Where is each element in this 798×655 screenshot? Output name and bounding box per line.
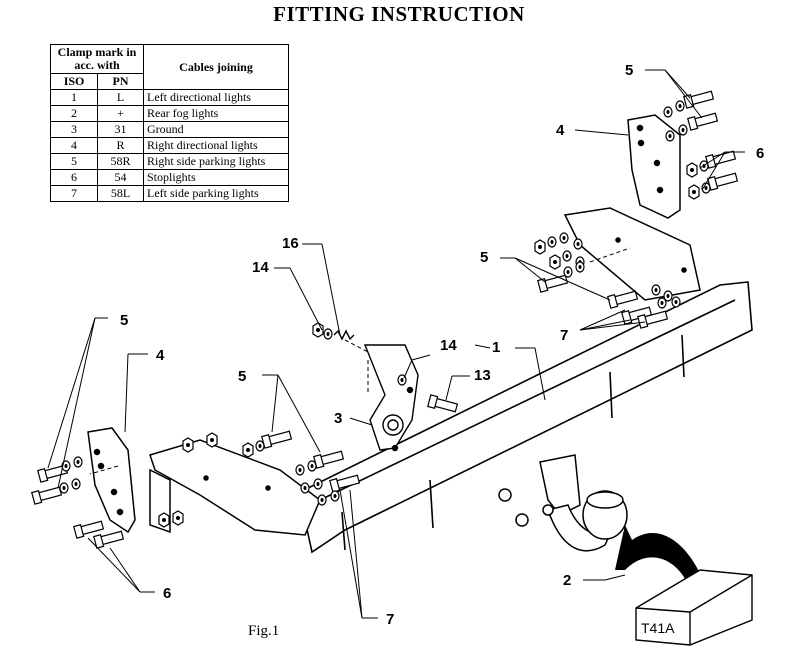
pn-cell: 54	[97, 169, 144, 186]
callout-7-right: 7	[560, 327, 568, 344]
desc-cell: Ground	[143, 121, 289, 138]
callout-4-left: 4	[156, 347, 165, 364]
cables-joining-table: Clamp mark in acc. with Cables joining I…	[49, 44, 289, 202]
pn-cell: 31	[97, 121, 144, 138]
installation-arrow	[615, 525, 705, 590]
header-clamp-mark: Clamp mark in acc. with	[50, 44, 144, 74]
header-pn: PN	[97, 73, 144, 90]
right-side-arm	[563, 114, 701, 301]
tow-ball-assembly	[498, 454, 628, 552]
table-row: 4 R Right directional lights	[49, 137, 289, 154]
callout-5-top-right: 5	[625, 62, 633, 79]
figure-caption: Fig.1	[248, 623, 280, 639]
callout-16: 16	[282, 235, 299, 252]
desc-cell: Right directional lights	[143, 137, 289, 154]
desc-cell: Stoplights	[143, 169, 289, 186]
desc-cell: Left side parking lights	[143, 185, 289, 202]
pn-cell: 58L	[97, 185, 144, 202]
socket-fasteners	[312, 322, 459, 415]
iso-cell: 5	[49, 153, 99, 170]
callout-1-crossbar: 1	[492, 339, 500, 356]
leader-lines	[47, 69, 745, 619]
callout-3-socket-bracket: 3	[334, 410, 342, 427]
table-row: 7 58L Left side parking lights	[49, 185, 289, 202]
desc-cell: Right side parking lights	[143, 153, 289, 170]
callout-4-right: 4	[556, 122, 565, 139]
callout-2-towball: 2	[563, 572, 571, 589]
callout-13: 13	[474, 367, 491, 384]
callout-5-right-mid: 5	[480, 249, 488, 266]
main-crossbar	[299, 281, 753, 554]
part-box: T41A	[635, 569, 753, 646]
header-cables-joining: Cables joining	[143, 44, 289, 90]
callout-7-left: 7	[386, 611, 394, 628]
callout-6-left: 6	[163, 585, 171, 602]
assembly-guides	[89, 247, 631, 475]
callout-14-right: 14	[440, 337, 457, 354]
table-row: 3 31 Ground	[49, 121, 289, 138]
iso-cell: 7	[49, 185, 99, 202]
part-box-label: T41A	[641, 620, 675, 636]
callout-6-right: 6	[756, 145, 764, 162]
header-clamp-label: Clamp mark in acc. with	[57, 45, 137, 72]
callout-5-left: 5	[120, 312, 128, 329]
page-title: FITTING INSTRUCTION	[273, 2, 525, 26]
socket-bracket	[363, 344, 419, 452]
callout-14-top: 14	[252, 259, 269, 276]
left-side-arm	[87, 427, 321, 536]
callout-5-center: 5	[238, 368, 246, 385]
table-row: 6 54 Stoplights	[49, 169, 289, 186]
